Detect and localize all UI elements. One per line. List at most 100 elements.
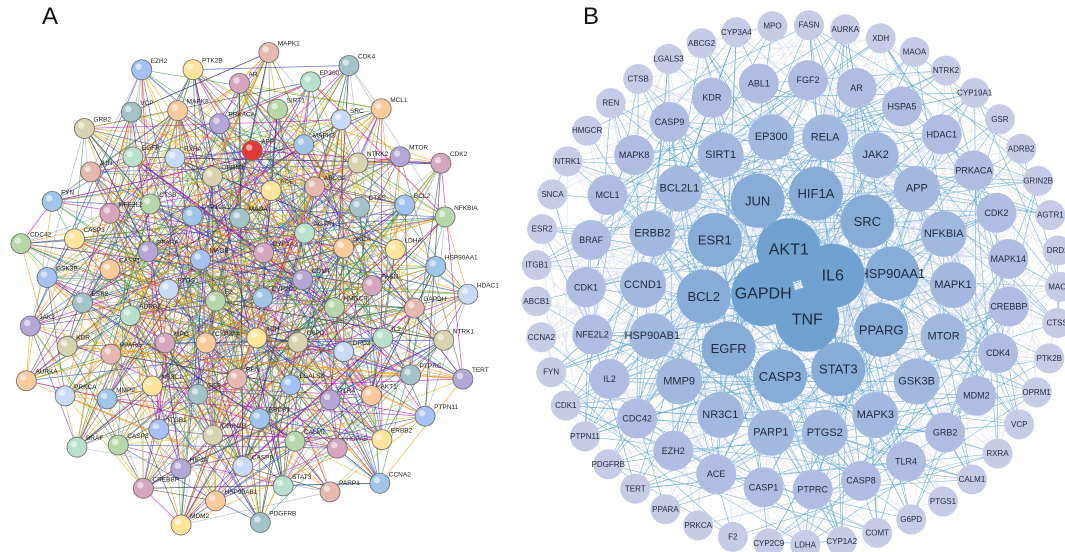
protein-node: EZH2	[131, 58, 168, 81]
protein-label: ESR2	[92, 291, 109, 298]
network-edge	[84, 128, 149, 252]
protein-node: ACE	[260, 179, 294, 201]
protein-label: HDAC1	[477, 282, 499, 289]
gene-node: PTGS2	[801, 409, 848, 456]
network-edge	[30, 269, 111, 327]
network-edge	[46, 108, 382, 278]
gene-label: XDH	[872, 34, 889, 43]
network-edge	[679, 133, 942, 189]
gene-node: PDGFRB	[592, 449, 625, 480]
protein-label: CYP3A4	[215, 331, 240, 338]
gene-node: SIRT1	[697, 132, 744, 179]
protein-node: PTK2B	[182, 58, 223, 81]
network-edge	[642, 154, 721, 286]
protein-node: PPARA	[137, 240, 179, 262]
gene-label: PDGFRB	[592, 460, 625, 469]
network-edge	[26, 201, 53, 381]
gene-label: PTK2B	[1037, 354, 1062, 363]
gene-node: MMP9	[656, 358, 703, 405]
protein-node: HMGCR	[324, 296, 368, 318]
protein-node: VCP	[120, 100, 154, 123]
gene-node: ESR2	[527, 214, 558, 245]
protein-node: JAK2	[19, 314, 55, 337]
network-edge	[76, 108, 382, 448]
gene-label: AURKA	[832, 25, 860, 34]
network-edge	[303, 144, 373, 286]
gene-label: BCL2L1	[659, 182, 699, 194]
network-edge	[236, 249, 396, 379]
gene-label: BCL2	[687, 289, 720, 304]
protein-node: AR	[229, 71, 258, 94]
gene-label: CDC42	[622, 414, 652, 424]
gene-node: ERBB2	[629, 210, 676, 257]
network-edge	[297, 163, 442, 343]
gene-label: SRC	[854, 214, 881, 229]
network-edge	[343, 216, 446, 352]
network-edge	[174, 150, 253, 159]
protein-label: PRKCA	[74, 384, 97, 391]
network-edge	[64, 204, 406, 397]
gene-node: MAPK1	[929, 262, 976, 309]
network-edge	[901, 106, 917, 382]
gene-node: VCP	[1004, 409, 1035, 440]
gene-node: FYN	[536, 357, 567, 388]
gene-label: ESR1	[698, 233, 732, 248]
gene-label: PRKACA	[955, 165, 992, 175]
protein-node: IL2	[372, 326, 401, 349]
protein-node: TERT	[452, 367, 489, 390]
gene-node: CREBBP	[988, 286, 1029, 327]
gene-node: CDK1	[566, 267, 607, 308]
gene-node: NFE2L2	[572, 314, 613, 355]
protein-label: NFKBIA	[454, 205, 478, 212]
gene-label: PRKCA	[684, 521, 712, 530]
gene-label: HSP90AB1	[624, 330, 680, 342]
gene-node: MCL1	[587, 175, 628, 216]
gene-node: CYP3A4	[721, 17, 752, 48]
network-edge	[30, 128, 85, 327]
network-edge	[609, 378, 876, 416]
protein-node: RXRA	[164, 146, 203, 169]
gene-label: NFKBIA	[924, 228, 964, 240]
network-edge	[262, 109, 278, 298]
gene-label: ERBB2	[634, 228, 670, 240]
network-edge	[678, 154, 721, 382]
network-edge	[197, 176, 213, 395]
protein-label: CREBBP	[152, 476, 179, 483]
gene-node: PRKCA	[683, 510, 714, 541]
gene-node: DRD2	[1042, 235, 1065, 266]
network-edge	[263, 252, 383, 440]
network-edge	[673, 450, 806, 546]
protein-label: FYN	[61, 189, 74, 196]
network-edge	[143, 487, 216, 502]
gene-node: CYP19A1	[957, 78, 993, 109]
network-edge	[379, 378, 464, 484]
gene-label: CASP1	[749, 482, 779, 492]
network-edge	[143, 206, 360, 489]
network-edge	[914, 51, 1001, 120]
gene-node: ADRB2	[1006, 133, 1037, 164]
protein-node: TLR4	[319, 388, 355, 411]
gene-label: CASP3	[759, 369, 802, 384]
network-edge	[20, 243, 78, 448]
network-edge	[66, 144, 305, 347]
gene-node: ABCG2	[686, 28, 717, 59]
network-edge	[608, 463, 878, 534]
protein-label: PDGFRB	[269, 511, 296, 518]
network-edge	[52, 201, 446, 218]
protein-label: CALM1	[304, 429, 326, 436]
network-edge	[290, 378, 463, 386]
protein-label: AGTR1	[314, 221, 336, 228]
gene-node: PARP1	[747, 409, 794, 456]
gene-node: RELA	[802, 114, 849, 161]
gene-label: HDAC1	[927, 129, 958, 139]
protein-label: REN	[246, 367, 260, 374]
network-edge	[84, 128, 304, 146]
network-edge	[192, 69, 360, 208]
gene-node: MPO	[757, 11, 788, 42]
gene-label: PTGS2	[807, 427, 843, 439]
protein-node: DRD2	[333, 340, 371, 363]
gene-label: STAT3	[819, 362, 858, 377]
gene-node: NFKBIA	[920, 210, 967, 257]
gene-node: NTRK1	[552, 146, 583, 177]
